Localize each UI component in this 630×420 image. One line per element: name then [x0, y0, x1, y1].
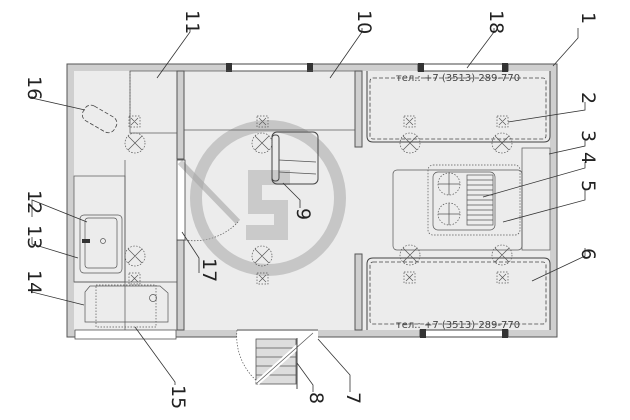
- callout-4: 4: [577, 152, 599, 164]
- shower-tray: [84, 285, 169, 323]
- callouts: 1 2 3 4 5 6 7 8 9 10 11 12 13 14 15 16 1…: [23, 10, 599, 409]
- callout-6: 6: [577, 248, 599, 260]
- callout-18: 18: [485, 10, 507, 34]
- callout-9: 9: [292, 208, 314, 220]
- partition-wall: [354, 253, 363, 331]
- callout-8: 8: [305, 392, 327, 404]
- partition-wall: [354, 70, 363, 148]
- partition-wall: [176, 70, 185, 160]
- windows: [226, 63, 509, 338]
- callout-1: 1: [577, 12, 599, 24]
- callout-10: 10: [353, 10, 375, 34]
- bench-bottom: тел.: +7 (3513) 289-770: [366, 257, 551, 331]
- callout-3: 3: [577, 130, 599, 142]
- faucet-icon: [82, 239, 90, 243]
- sink-counter: [79, 214, 123, 274]
- callout-5: 5: [577, 180, 599, 192]
- floor: [74, 71, 550, 330]
- callout-17: 17: [198, 258, 220, 282]
- entrance-stairs: [236, 329, 315, 389]
- ceiling-lights: [124, 132, 513, 267]
- callout-16: 16: [23, 76, 45, 100]
- callout-2: 2: [577, 92, 599, 104]
- partition-wall: [176, 239, 185, 331]
- leader-lines: [31, 28, 586, 392]
- callout-13: 13: [23, 225, 45, 249]
- smoke-detectors: [128, 115, 509, 285]
- callout-11: 11: [181, 10, 203, 34]
- phone-label: тел.: +7 (3513) 289-770: [396, 73, 520, 84]
- entrance-opening: [237, 329, 318, 338]
- stove: [427, 164, 521, 236]
- callout-14: 14: [23, 270, 45, 294]
- bench-top: тел.: +7 (3513) 289-770: [366, 71, 551, 143]
- armchair: [271, 131, 319, 185]
- phone-label: тел.: +7 (3513) 289-770: [396, 320, 520, 331]
- kitchen-cabinet: [183, 70, 356, 131]
- table: [392, 169, 523, 251]
- callout-15: 15: [167, 385, 189, 409]
- interior-door: [176, 159, 186, 241]
- callout-7: 7: [342, 392, 364, 404]
- callout-12: 12: [23, 190, 45, 214]
